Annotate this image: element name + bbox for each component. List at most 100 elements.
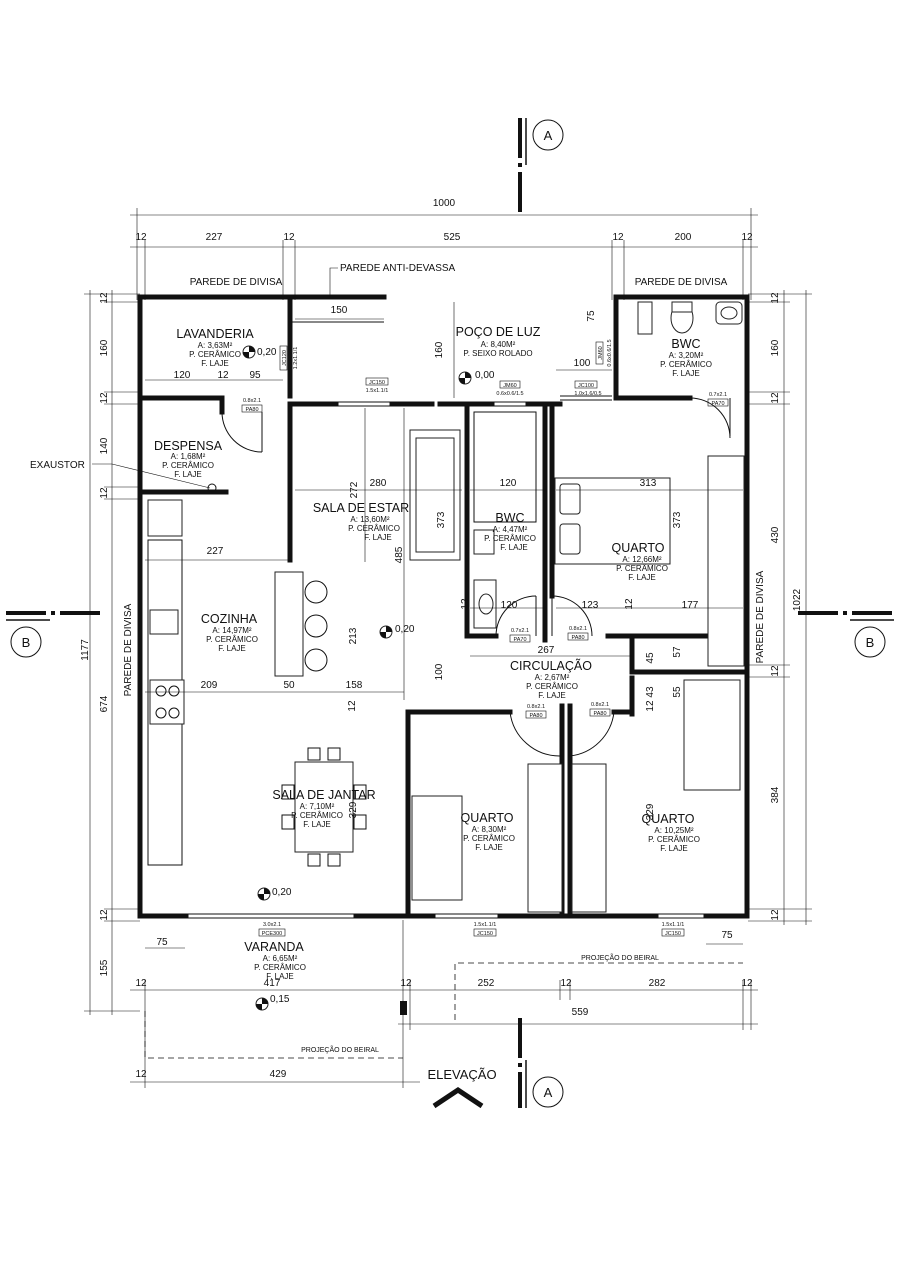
svg-text:177: 177 (682, 600, 699, 611)
parede-divisa-top-right: PAREDE DE DIVISA (635, 277, 728, 288)
stool-icon (304, 580, 328, 604)
svg-text:100: 100 (574, 358, 591, 369)
dim-right-0: 12 (770, 292, 781, 304)
kitchen-island-icon (274, 571, 304, 677)
svg-text:0.6x0.6/1.5: 0.6x0.6/1.5 (607, 339, 613, 366)
svg-text:A: 3,63M²: A: 3,63M² (198, 341, 233, 350)
stool-icon (304, 614, 328, 638)
dim-top-5: 200 (675, 232, 692, 243)
svg-text:1.5x1.1/1: 1.5x1.1/1 (366, 388, 389, 394)
svg-text:JC150: JC150 (369, 380, 385, 386)
svg-text:45: 45 (645, 652, 656, 664)
dim-top-6: 12 (741, 232, 753, 243)
room-lavanderia: LAVANDERIA A: 3,63M² P. CERÂMICO F. LAJE (176, 327, 254, 368)
svg-text:PA80: PA80 (593, 711, 606, 717)
windows (186, 340, 706, 919)
dim-top-3: 525 (444, 232, 461, 243)
toilet-mid-icon (473, 529, 495, 555)
svg-text:0.8x2.1: 0.8x2.1 (591, 702, 609, 708)
level-lavanderia: 0,20 (257, 347, 277, 358)
svg-text:F. LAJE: F. LAJE (218, 644, 246, 653)
svg-text:120: 120 (500, 478, 517, 489)
wardrobe-q2-icon (527, 763, 563, 913)
svg-text:P. CERÂMICO: P. CERÂMICO (484, 534, 536, 543)
svg-text:0.8x2.1: 0.8x2.1 (527, 704, 545, 710)
level-poco: 0,00 (475, 370, 495, 381)
room-despensa: DESPENSA A: 1,68M² P. CERÂMICO F. LAJE (154, 439, 223, 479)
level-jantar: 0,20 (272, 887, 292, 898)
room-cozinha: COZINHA A: 14,97M² P. CERÂMICO F. LAJE (201, 612, 258, 653)
svg-text:P. CERÂMICO: P. CERÂMICO (348, 524, 400, 533)
bottom-dimensions: 12 417 12 252 12 282 12 559 12 429 (130, 920, 758, 1088)
svg-text:12: 12 (347, 700, 358, 712)
svg-text:0.7x2.1: 0.7x2.1 (709, 392, 727, 398)
svg-text:120: 120 (501, 600, 518, 611)
svg-text:P. SEIXO ROLADO: P. SEIXO ROLADO (463, 349, 532, 358)
svg-text:150: 150 (331, 305, 348, 316)
dim-top-1: 227 (206, 232, 223, 243)
svg-text:JM60: JM60 (503, 383, 516, 389)
svg-text:JM60: JM60 (598, 346, 604, 359)
room-name: BWC (671, 337, 700, 351)
svg-text:F. LAJE: F. LAJE (475, 843, 503, 852)
svg-text:158: 158 (346, 680, 363, 691)
svg-text:P. CERÂMICO: P. CERÂMICO (648, 835, 700, 844)
svg-text:280: 280 (370, 478, 387, 489)
room-circulacao: CIRCULAÇÃO A: 2,67M² P. CERÂMICO F. LAJE (510, 659, 592, 700)
svg-text:55: 55 (672, 686, 683, 698)
svg-text:1.5x1.1/1: 1.5x1.1/1 (474, 922, 497, 928)
dim-overall-width: 1000 (433, 198, 456, 209)
svg-text:F. LAJE: F. LAJE (364, 533, 392, 542)
svg-text:160: 160 (434, 341, 445, 358)
svg-text:12: 12 (645, 700, 656, 712)
room-name: CIRCULAÇÃO (510, 659, 592, 673)
svg-text:A: 14,97M²: A: 14,97M² (212, 626, 251, 635)
svg-text:JC120: JC120 (282, 350, 288, 366)
room-quarto-1: QUARTO A: 12,66M² P. CERÂMICO F. LAJE (611, 541, 667, 582)
level-varanda: 0,15 (270, 994, 290, 1005)
svg-text:F. LAJE: F. LAJE (303, 820, 331, 829)
svg-text:0.7x2.1: 0.7x2.1 (511, 628, 529, 634)
svg-text:12: 12 (460, 598, 471, 610)
elevacao-label: ELEVAÇÃO (427, 1067, 496, 1082)
svg-text:JC100: JC100 (578, 383, 594, 389)
svg-text:120: 120 (174, 370, 191, 381)
section-b-label-left: B (22, 635, 31, 650)
room-name: SALA DE JANTAR (272, 788, 375, 802)
svg-text:A: 3,20M²: A: 3,20M² (669, 351, 704, 360)
svg-text:227: 227 (207, 546, 224, 557)
dim-right-2: 12 (770, 392, 781, 404)
dim-bottom-left-0: 12 (135, 1069, 147, 1080)
dim-right-6: 12 (770, 909, 781, 921)
svg-text:0.8x2.1: 0.8x2.1 (243, 398, 261, 404)
exhaust-fan-icon (207, 483, 217, 493)
section-marker-b-right: B (798, 611, 894, 658)
level-sala: 0,20 (395, 624, 415, 635)
svg-text:329: 329 (348, 801, 359, 818)
dining-table-icon (294, 761, 354, 853)
svg-text:P. CERÂMICO: P. CERÂMICO (616, 564, 668, 573)
dim-top-2: 12 (283, 232, 295, 243)
room-name: POÇO DE LUZ (456, 325, 541, 339)
svg-text:PA80: PA80 (245, 407, 258, 413)
doors (221, 397, 731, 757)
svg-text:95: 95 (249, 370, 261, 381)
room-name: LAVANDERIA (176, 327, 254, 341)
room-sala-estar: SALA DE ESTAR A: 13,60M² P. CERÂMICO F. … (313, 501, 409, 542)
svg-text:F. LAJE: F. LAJE (538, 691, 566, 700)
room-name: QUARTO (611, 541, 664, 555)
svg-text:P. CERÂMICO: P. CERÂMICO (291, 811, 343, 820)
dim-top-4: 12 (612, 232, 624, 243)
room-sala-jantar: SALA DE JANTAR A: 7,10M² P. CERÂMICO F. … (272, 788, 375, 829)
svg-text:213: 213 (348, 627, 359, 644)
svg-text:1.0x1.6/0.5: 1.0x1.6/0.5 (574, 391, 601, 397)
dim-bottom-5: 282 (649, 978, 666, 989)
svg-text:373: 373 (436, 511, 447, 528)
svg-text:A: 2,67M²: A: 2,67M² (535, 673, 570, 682)
dim-right-4: 12 (770, 665, 781, 677)
svg-text:272: 272 (349, 481, 360, 498)
exaustor-label: EXAUSTOR (30, 460, 85, 471)
projecao-beiral-left: PROJEÇÃO DO BEIRAL (301, 1045, 379, 1054)
svg-text:100: 100 (434, 663, 445, 680)
